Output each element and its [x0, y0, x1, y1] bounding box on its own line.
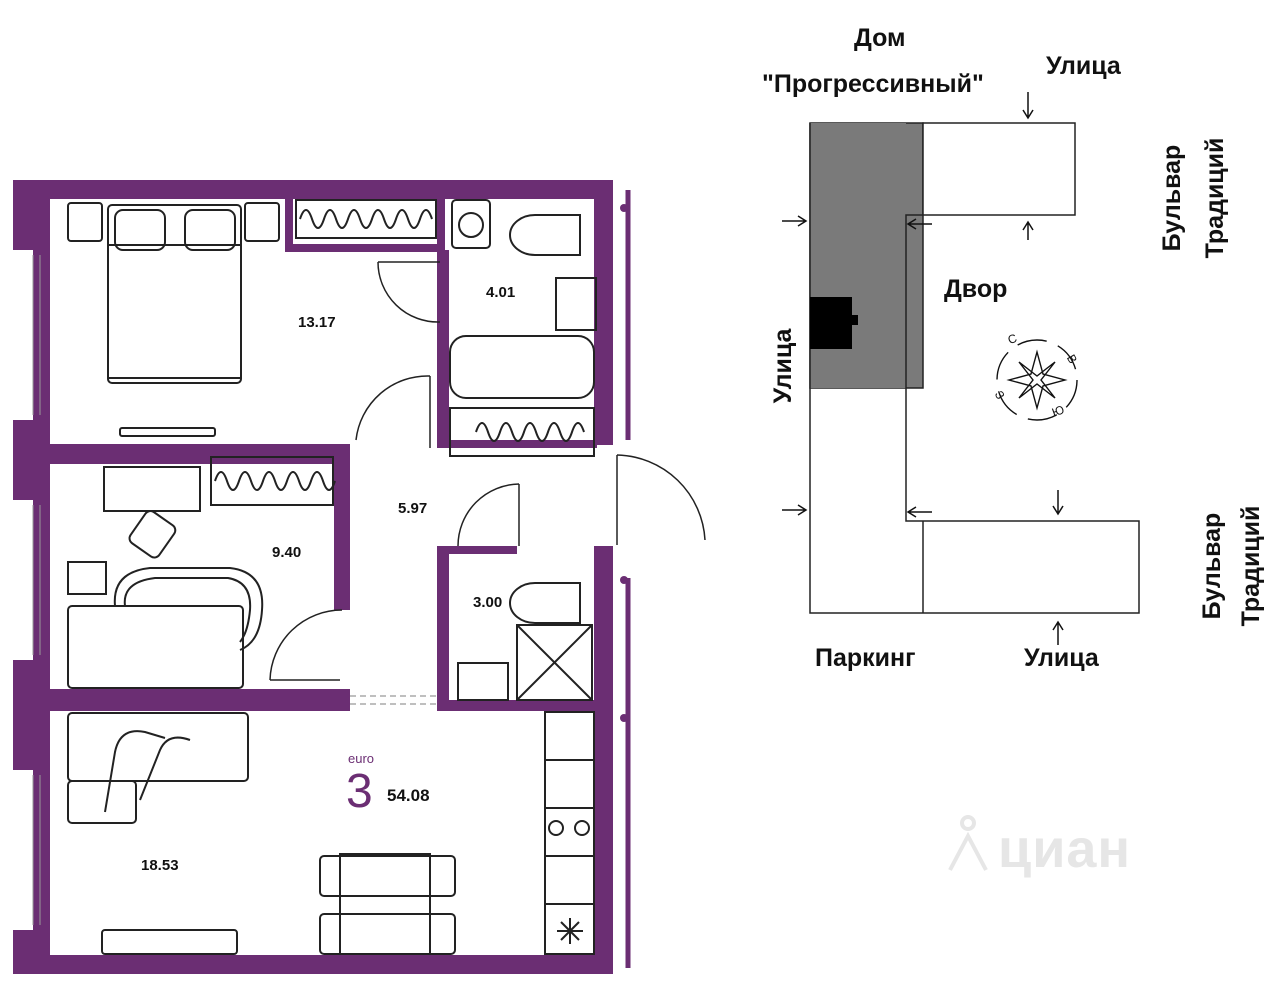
apartment-rooms-count: 3	[346, 765, 373, 818]
room-area-bathroom: 4.01	[486, 284, 516, 301]
room-area-toilet: 3.00	[473, 594, 503, 611]
boulevard-top-line1: Бульвар	[1158, 144, 1186, 252]
bathroom-fixtures	[449, 199, 597, 457]
boulevard-bottom-line1: Бульвар	[1198, 512, 1226, 620]
room-area-bedroom: 13.17	[298, 314, 336, 331]
room-area-kids: 9.40	[272, 544, 302, 561]
street-bottom-label: Улица	[1024, 644, 1099, 672]
boulevard-top-line2: Традиций	[1201, 137, 1229, 259]
house-title-line2: "Прогрессивный"	[762, 70, 984, 98]
street-top-label: Улица	[1046, 52, 1121, 80]
living-furniture	[67, 711, 595, 955]
compass-rose-icon	[996, 339, 1078, 421]
site-map	[782, 92, 1140, 645]
windows	[32, 255, 41, 925]
room-area-hall: 5.97	[398, 500, 428, 517]
building-top-right	[922, 122, 1076, 216]
cian-logo-icon	[948, 815, 988, 871]
kids-furniture	[67, 456, 336, 689]
toilet-fixtures	[457, 582, 593, 701]
watermark-text: циан	[998, 819, 1132, 879]
parking-label: Паркинг	[815, 644, 916, 672]
street-left-label: Улица	[769, 328, 797, 404]
room-area-living: 18.53	[141, 857, 179, 874]
boulevard-bottom-line2: Традиций	[1237, 505, 1265, 627]
bedroom-furniture	[67, 199, 437, 437]
apartment-format: euro	[348, 751, 375, 766]
house-title-line1: Дом	[854, 24, 906, 52]
yard-label: Двор	[944, 275, 1008, 303]
outer-walls	[13, 180, 613, 974]
entrance-marker	[810, 297, 852, 349]
entry-arrows	[782, 92, 1064, 645]
apartment-total-area: 54.08	[387, 786, 430, 805]
door-swings	[269, 261, 706, 705]
